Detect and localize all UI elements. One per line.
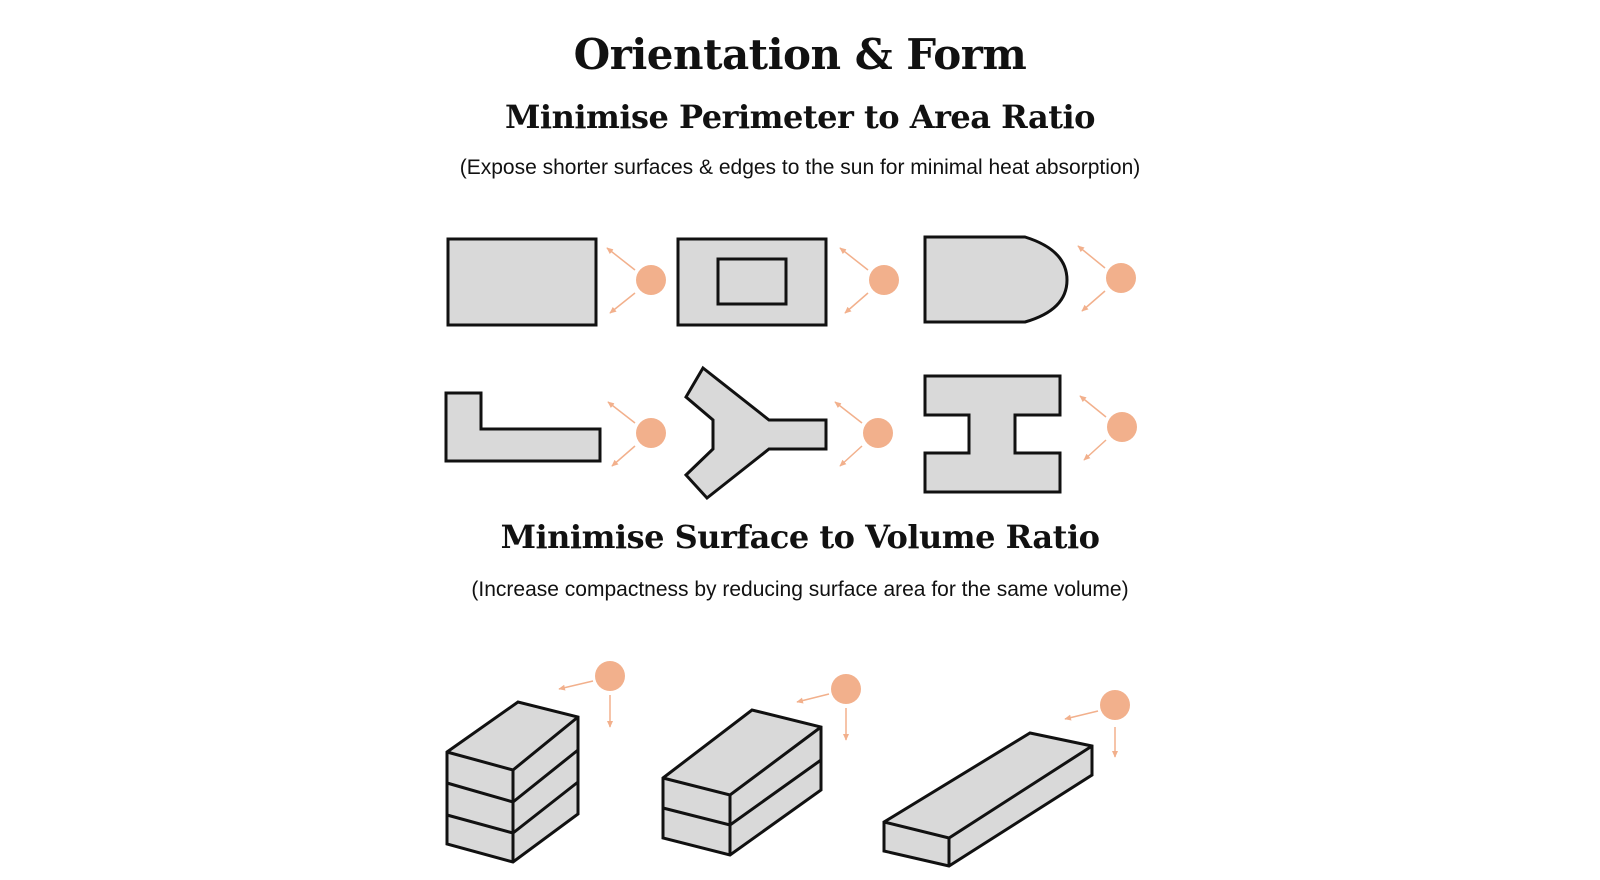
perimeter-section-caption: (Expose shorter surfaces & edges to the … — [459, 156, 1141, 179]
page-title: Orientation & Form — [573, 30, 1027, 79]
volume-single-storey-slab — [882, 731, 1094, 868]
surface-section-caption: (Increase compactness by reducing surfac… — [471, 578, 1129, 601]
sun-icons — [558, 245, 1137, 758]
plan-rectangle — [446, 237, 598, 327]
plan-y-shape — [683, 365, 828, 501]
sun-icon — [558, 661, 625, 728]
plan-d-shape — [923, 235, 1069, 324]
sun-icon — [839, 247, 899, 314]
sun-icon — [796, 674, 861, 741]
sun-icon — [1064, 690, 1130, 758]
surface-section-heading: Minimise Surface to Volume Ratio — [500, 518, 1100, 556]
sun-icon — [607, 401, 666, 467]
sun-icon — [606, 247, 666, 314]
sun-icon — [834, 401, 893, 467]
plan-courtyard-rectangle — [676, 237, 828, 327]
plan-h-shape — [923, 374, 1062, 494]
volume-three-storey-block — [445, 700, 580, 864]
sun-icon — [1077, 245, 1136, 312]
perimeter-section-heading: Minimise Perimeter to Area Ratio — [505, 98, 1096, 136]
sun-icon — [1079, 395, 1137, 461]
volume-two-storey-block — [661, 708, 823, 857]
plan-l-shape — [444, 391, 602, 463]
